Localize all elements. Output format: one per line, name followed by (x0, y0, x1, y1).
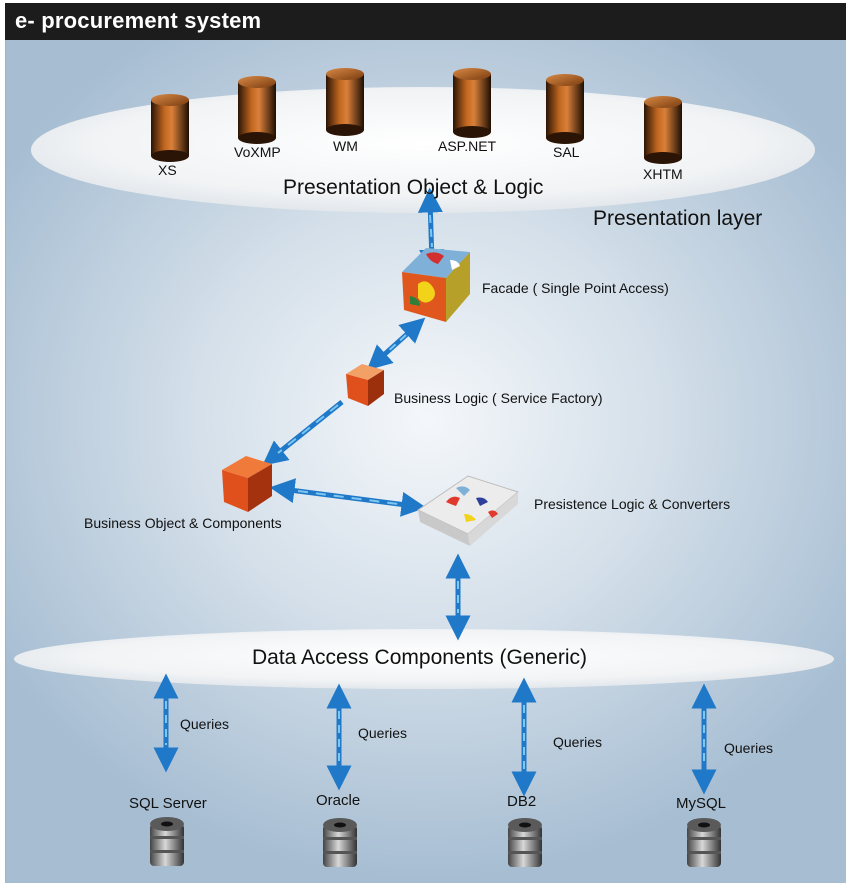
database-mysql-icon (687, 818, 721, 867)
tech-cylinder-sal (546, 74, 584, 144)
db-label-oracle: Oracle (316, 792, 361, 809)
data-access-label: Data Access Components (Generic) (252, 646, 587, 669)
business-object-cube-icon (222, 456, 272, 512)
facade-puzzle-cube-icon (402, 248, 470, 322)
business-logic-cube-icon (346, 364, 384, 406)
persistence-box-icon (417, 475, 520, 546)
persistence-label: Presistence Logic & Converters (534, 496, 731, 512)
tech-cylinder-aspnet (453, 68, 491, 138)
queries-label-oracle: Queries (358, 725, 408, 741)
tech-label-xs: XS (158, 162, 177, 178)
database-oracle-icon (323, 818, 357, 867)
tech-cylinder-xs (151, 94, 189, 162)
tech-label-voxmp: VoXMP (234, 144, 281, 160)
db-label-sqlserver: SQL Server (129, 795, 207, 812)
queries-label-mysql: Queries (724, 740, 774, 756)
database-db2-icon (508, 818, 542, 867)
tech-cylinder-wm (326, 68, 364, 136)
db-label-mysql: MySQL (676, 795, 727, 812)
facade-label: Facade ( Single Point Access) (482, 280, 669, 296)
business-object-label: Business Object & Components (84, 515, 282, 531)
database-sqlserver-icon (150, 817, 184, 866)
diagram-panel: XS VoXMP WM ASP.NET SAL XHTM Presentatio… (5, 40, 846, 883)
db-label-db2: DB2 (507, 793, 537, 810)
data-access-ellipse (14, 629, 834, 689)
tech-cylinder-voxmp (238, 76, 276, 144)
arrow-business-logic-object (262, 400, 344, 466)
business-logic-label: Business Logic ( Service Factory) (394, 390, 603, 406)
tech-label-wm: WM (333, 138, 358, 154)
presentation-layer-label: Presentation layer (593, 207, 763, 230)
tech-label-sal: SAL (553, 144, 580, 160)
presentation-ellipse (31, 87, 815, 213)
queries-label-db2: Queries (553, 734, 603, 750)
diagram-canvas (14, 68, 834, 867)
presentation-object-label: Presentation Object & Logic (283, 176, 544, 199)
arrow-object-persistence (269, 478, 427, 517)
arrow-facade-business-logic (366, 317, 426, 371)
tech-label-xhtm: XHTM (643, 166, 683, 182)
title-bar: e- procurement system (5, 3, 846, 40)
diagram-title: e- procurement system (15, 8, 262, 33)
queries-label-sqlserver: Queries (180, 716, 230, 732)
tech-cylinder-xhtm (644, 96, 682, 164)
tech-label-aspnet: ASP.NET (438, 138, 497, 154)
